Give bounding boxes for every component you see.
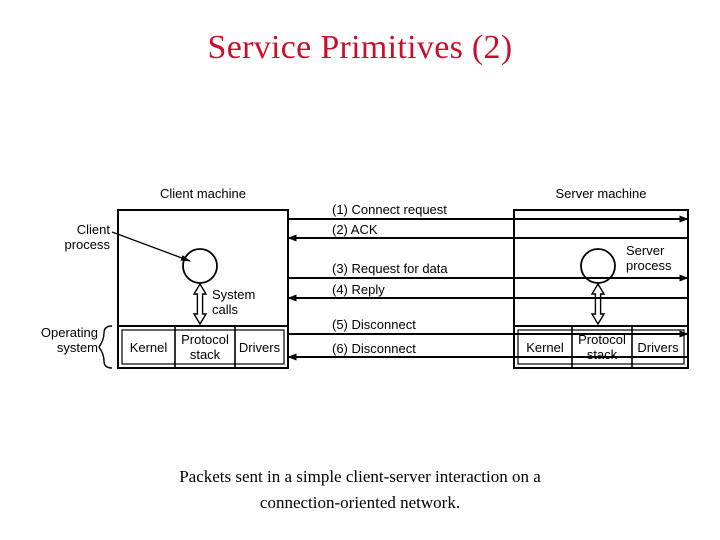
client-os-cell-protocol-stack: Protocol stack (181, 332, 229, 362)
server-process-label: Server process (626, 243, 672, 273)
message-arrows (287, 215, 689, 361)
system-calls-label: System calls (212, 287, 256, 317)
slide-caption: Packets sent in a simple client-server i… (110, 464, 610, 516)
client-os-cell-drivers: Drivers (238, 339, 281, 355)
message-label-5: (5) Disconnect (332, 317, 416, 332)
caption-line-1: Packets sent in a simple client-server i… (179, 467, 541, 486)
server-os-cell-drivers: Drivers (637, 339, 679, 355)
message-label-3: (3) Request for data (332, 261, 448, 276)
caption-line-2: connection-oriented network. (259, 493, 461, 512)
client-os-cell-kernel: Kernel (129, 339, 168, 355)
client-process-label: Client process (64, 222, 110, 252)
client-process-circle (182, 248, 218, 284)
client-machine-label: Client machine (160, 186, 246, 201)
server-machine-label: Server machine (555, 186, 647, 201)
message-label-2: (2) ACK (332, 222, 378, 237)
operating-system-label: Operating system (40, 325, 98, 355)
message-label-4: (4) Reply (332, 282, 385, 297)
server-os-cell-protocol-stack: Protocol stack (578, 332, 626, 362)
operating-system-brace (98, 325, 113, 369)
message-label-1: (1) Connect request (332, 202, 447, 217)
server-system-calls-arrow (590, 282, 606, 326)
client-system-calls-arrow (192, 282, 208, 326)
client-process-pointer (111, 231, 191, 262)
page-title: Service Primitives (2) (207, 29, 513, 66)
server-os-cell-kernel: Kernel (526, 339, 564, 355)
message-label-6: (6) Disconnect (332, 341, 416, 356)
